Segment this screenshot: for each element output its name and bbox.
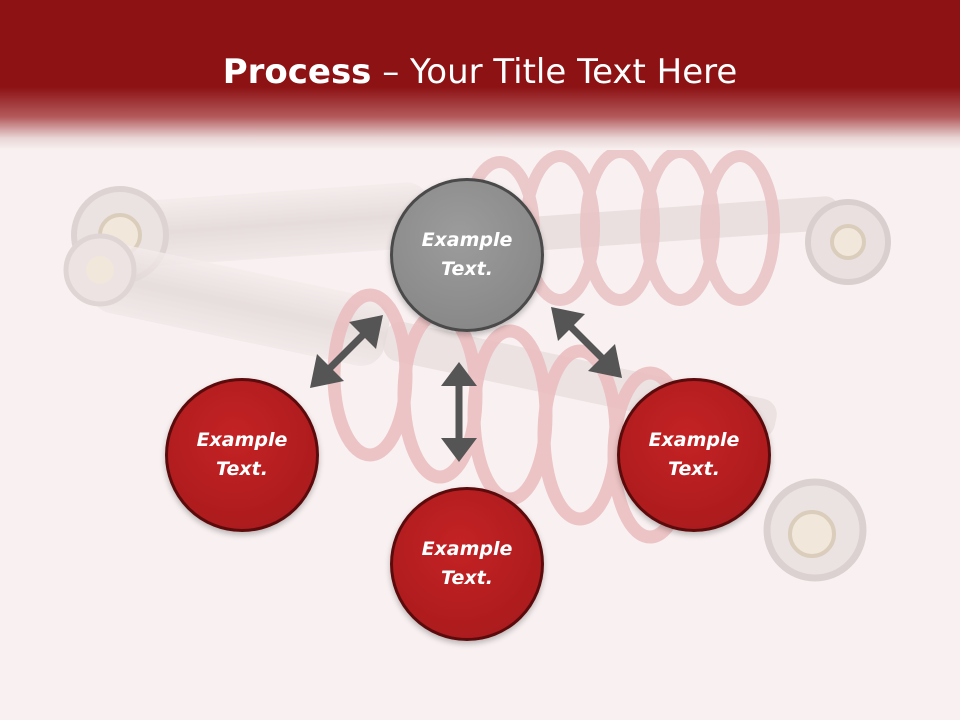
title-bar xyxy=(0,0,960,150)
node-right-line1: Example xyxy=(648,429,740,451)
node-bottom-line2: Text. xyxy=(441,567,493,589)
arrow-top-right xyxy=(563,319,610,366)
arrow-top-left xyxy=(322,327,371,376)
arrow-head-down-a xyxy=(441,362,477,386)
arrow-head-right-a xyxy=(551,307,585,341)
node-left-line1: Example xyxy=(196,429,288,451)
node-top-line1: Example xyxy=(421,229,513,251)
title-rest: – Your Title Text Here xyxy=(371,52,738,92)
node-left-line2: Text. xyxy=(216,458,268,480)
node-top[interactable]: Example Text. xyxy=(390,178,544,332)
node-bottom[interactable]: Example Text. xyxy=(390,487,544,641)
title-bold: Process xyxy=(222,52,372,92)
node-left[interactable]: Example Text. xyxy=(165,378,319,532)
slide-title: Process – Your Title Text Here xyxy=(0,52,960,92)
node-right[interactable]: Example Text. xyxy=(617,378,771,532)
arrow-head-right-b xyxy=(588,344,622,378)
node-bottom-line1: Example xyxy=(421,538,513,560)
node-right-line2: Text. xyxy=(668,458,720,480)
arrow-head-left-a xyxy=(310,354,344,388)
node-top-line2: Text. xyxy=(441,258,493,280)
arrow-head-down-b xyxy=(441,438,477,462)
arrow-head-left-b xyxy=(349,315,383,349)
